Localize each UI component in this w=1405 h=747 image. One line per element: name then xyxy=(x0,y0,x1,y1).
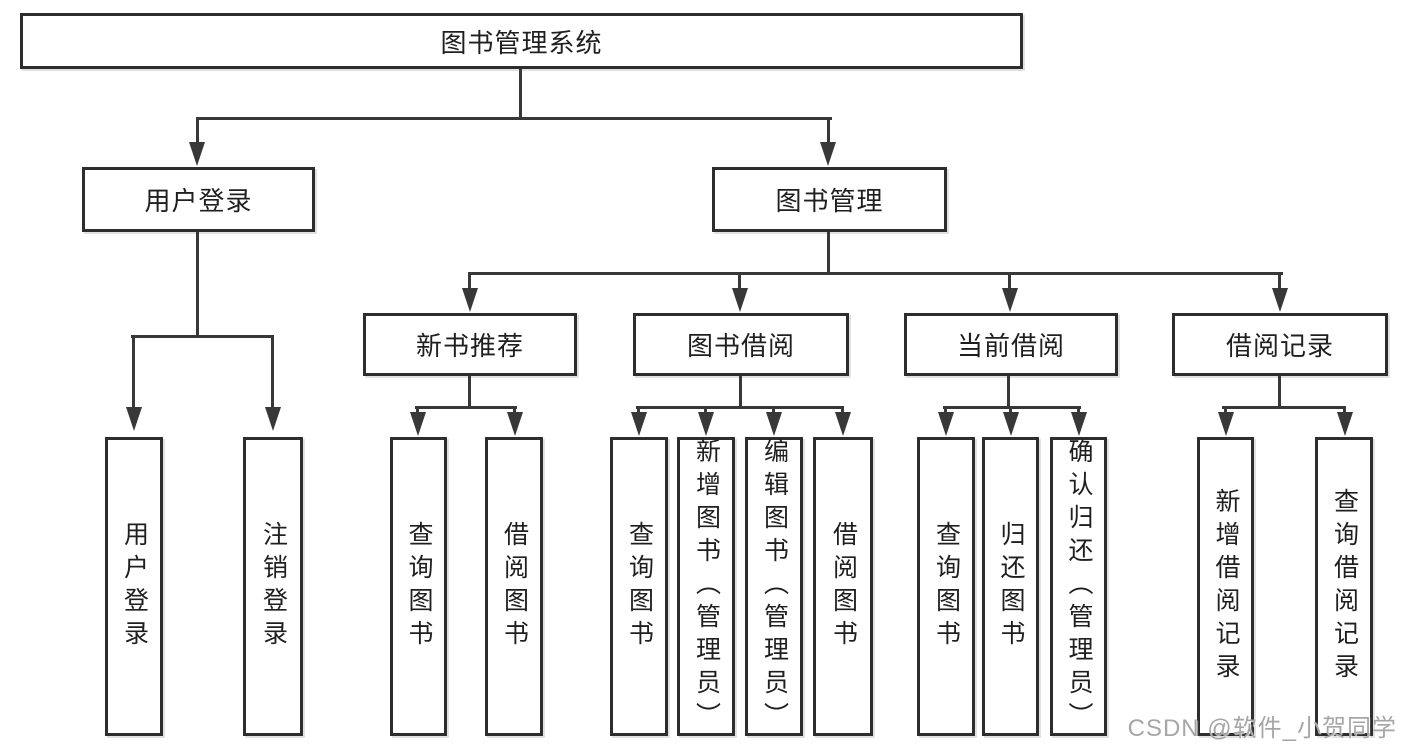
leaf-label: 借阅图书 xyxy=(500,520,529,653)
connector-shaft-leaf xyxy=(944,406,947,416)
node-book-borrow: 图书借阅 xyxy=(633,313,849,376)
arrowhead-leaf xyxy=(631,412,647,436)
connector-shaft-leaf xyxy=(704,406,707,416)
arrowhead-leaf xyxy=(835,412,851,436)
leaf-label: 编辑图书（管理员） xyxy=(760,438,789,735)
leaf-label: 新增借阅记录 xyxy=(1212,487,1240,686)
leaf-label: 注销登录 xyxy=(259,520,288,653)
leaf-label: 查询图书 xyxy=(932,520,961,653)
csdn-watermark: CSDN @软件_小贺同学 xyxy=(1127,715,1397,742)
connector-shaft-leaf xyxy=(1009,406,1012,416)
connector-shaft-leaf xyxy=(513,406,516,416)
node-label: 图书管理系统 xyxy=(440,27,603,58)
arrowhead-new-book-recommend xyxy=(462,288,478,312)
connector-borrow-records-stem xyxy=(1278,376,1281,409)
connector-branch-level2 xyxy=(468,272,1283,275)
leaf-confirm-return-admin: 确认归还（管理员） xyxy=(1050,437,1107,736)
leaf-add-borrow-record: 新增借阅记录 xyxy=(1197,437,1254,736)
connector-shaft-new-book-recommend xyxy=(468,272,471,290)
leaf-query-books-recommend: 查询图书 xyxy=(390,437,447,736)
connector-shaft-user-login xyxy=(196,117,199,145)
leaf-add-book-admin: 新增图书（管理员） xyxy=(677,437,735,736)
leaf-label: 确认归还（管理员） xyxy=(1065,438,1093,735)
arrowhead-user-login xyxy=(189,142,205,166)
node-label: 借阅记录 xyxy=(1225,331,1334,361)
connector-shaft-leaf xyxy=(1224,406,1227,416)
leaf-borrow-books-borrow: 借阅图书 xyxy=(813,437,873,736)
arrowhead-leaf-user-login xyxy=(126,407,142,431)
connector-branch-level1 xyxy=(196,117,832,120)
connector-shaft-book-management xyxy=(827,117,830,145)
node-root-library-management-system: 图书管理系统 xyxy=(20,13,1023,69)
connector-shaft-leaf-user-login xyxy=(132,335,135,409)
leaf-borrow-books-recommend: 借阅图书 xyxy=(485,437,543,736)
connector-user-login-stem xyxy=(196,232,199,338)
arrowhead-leaf xyxy=(1003,412,1019,436)
leaf-label: 用户登录 xyxy=(120,520,149,653)
node-borrow-records: 借阅记录 xyxy=(1172,313,1388,376)
leaf-label: 归还图书 xyxy=(997,520,1025,653)
node-label: 用户登录 xyxy=(144,186,253,216)
node-label: 图书管理 xyxy=(775,186,884,216)
arrowhead-leaf xyxy=(938,412,954,436)
leaf-label: 新增图书（管理员） xyxy=(692,438,721,735)
node-label: 当前借阅 xyxy=(956,331,1065,361)
arrowhead-leaf xyxy=(1337,412,1353,436)
arrowhead-current-borrow xyxy=(1002,288,1018,312)
arrowhead-book-management xyxy=(820,142,836,166)
leaf-query-borrow-record: 查询借阅记录 xyxy=(1315,437,1373,736)
connector-branch-user-login xyxy=(131,335,274,338)
leaf-return-book: 归还图书 xyxy=(982,437,1039,736)
leaf-label: 查询借阅记录 xyxy=(1330,487,1359,686)
arrowhead-leaf xyxy=(698,412,714,436)
connector-branch-borrow-records xyxy=(1222,406,1344,409)
node-book-management: 图书管理 xyxy=(712,167,947,232)
connector-shaft-leaf xyxy=(416,406,419,416)
leaf-query-books-borrow: 查询图书 xyxy=(610,437,668,736)
connector-branch-current-borrow xyxy=(943,406,1081,409)
leaf-label: 查询图书 xyxy=(405,520,433,653)
connector-shaft-leaf xyxy=(841,406,844,416)
leaf-label: 查询图书 xyxy=(625,520,654,653)
connector-shaft-book-borrow xyxy=(738,272,741,290)
connector-shaft-leaf xyxy=(1343,406,1346,416)
connector-shaft-leaf-logout xyxy=(271,335,274,409)
connector-shaft-leaf xyxy=(1077,406,1080,416)
connector-book-management-stem xyxy=(827,232,830,275)
leaf-logout: 注销登录 xyxy=(243,437,303,736)
connector-shaft-current-borrow xyxy=(1008,272,1011,290)
arrowhead-leaf xyxy=(507,412,523,436)
leaf-query-books-current: 查询图书 xyxy=(917,437,975,736)
arrowhead-leaf xyxy=(1218,412,1234,436)
connector-shaft-leaf xyxy=(772,406,775,416)
connector-branch-new-book-recommend xyxy=(415,406,517,409)
arrowhead-leaf-logout xyxy=(265,407,281,431)
node-new-book-recommend: 新书推荐 xyxy=(363,313,577,376)
connector-current-borrow-stem xyxy=(1007,376,1010,409)
connector-new-book-recommend-stem xyxy=(468,376,471,409)
connector-branch-book-borrow xyxy=(636,406,844,409)
arrowhead-book-borrow xyxy=(732,288,748,312)
node-label: 图书借阅 xyxy=(686,331,795,361)
arrowhead-leaf xyxy=(410,412,426,436)
arrowhead-leaf xyxy=(766,412,782,436)
connector-root-stem xyxy=(519,69,522,119)
leaf-label: 借阅图书 xyxy=(829,520,858,653)
arrowhead-leaf xyxy=(1071,412,1087,436)
leaf-edit-book-admin: 编辑图书（管理员） xyxy=(745,437,803,736)
node-current-borrow: 当前借阅 xyxy=(904,313,1118,376)
arrowhead-borrow-records xyxy=(1272,288,1288,312)
node-user-login: 用户登录 xyxy=(82,167,315,232)
connector-book-borrow-stem xyxy=(739,376,742,409)
leaf-user-login: 用户登录 xyxy=(105,437,163,736)
connector-shaft-borrow-records xyxy=(1278,272,1281,290)
connector-shaft-leaf xyxy=(637,406,640,416)
node-label: 新书推荐 xyxy=(415,331,524,361)
